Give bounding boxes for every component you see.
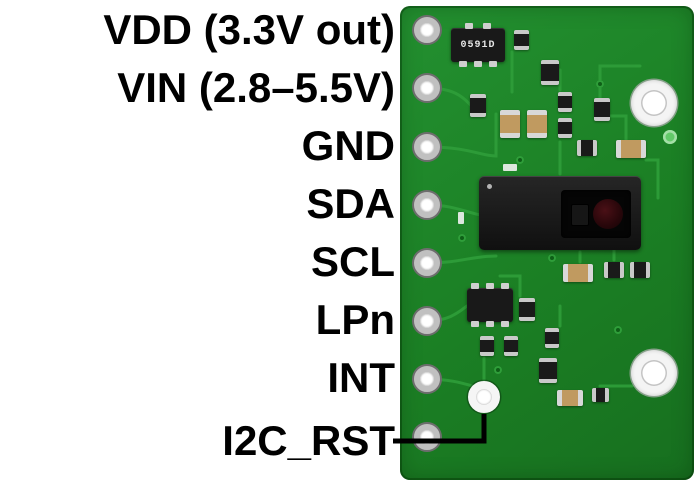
smd-resistor [545, 328, 559, 348]
smd-resistor [592, 388, 609, 402]
smd-capacitor [527, 110, 547, 138]
receiver-lens [593, 199, 623, 229]
ic-pin [474, 61, 482, 67]
smd-resistor [541, 60, 559, 85]
ic-pin [486, 321, 494, 327]
smd-resistor [577, 140, 597, 156]
smd-capacitor [616, 140, 646, 158]
pin-hole-lpn [414, 308, 440, 334]
tof-sensor-module [479, 176, 641, 250]
via [614, 326, 622, 334]
pin-hole-sda [414, 192, 440, 218]
pin-hole-gnd [414, 134, 440, 160]
silkscreen-mark [458, 212, 464, 224]
smd-resistor [594, 98, 610, 121]
smd-resistor [558, 118, 572, 138]
via [516, 156, 524, 164]
smd-capacitor [563, 264, 593, 282]
i2c-rst-hole [468, 381, 500, 413]
mounting-hole-bore [641, 90, 667, 116]
pin-label-i2c-rst: I2C_RST [222, 417, 395, 464]
pin-hole-vdd [414, 17, 440, 43]
smd-resistor [558, 92, 572, 112]
pin-label-gnd: GND [301, 122, 395, 169]
pin-label-int: INT [327, 354, 395, 401]
emitter-window [571, 204, 589, 226]
ic-pin [486, 283, 494, 289]
ic-pin [483, 23, 491, 29]
ic-pin [459, 61, 467, 67]
regulator-ic: 0591D [451, 23, 505, 67]
ic-pin [501, 283, 509, 289]
pin-hole-bottom [414, 424, 440, 450]
smd-resistor [604, 262, 624, 278]
via [458, 234, 466, 242]
via [663, 130, 677, 144]
via [596, 80, 604, 88]
mounting-hole-top [631, 80, 677, 126]
pcb-board: 0591D [400, 6, 694, 480]
smd-resistor [470, 94, 486, 117]
smd-resistor [630, 262, 650, 278]
smd-capacitor [500, 110, 520, 138]
ic-pin [489, 61, 497, 67]
pin-label-vdd: VDD (3.3V out) [103, 6, 395, 53]
via [494, 366, 502, 374]
pin-hole-int [414, 366, 440, 392]
ic-pin [471, 321, 479, 327]
silkscreen-mark [503, 164, 517, 171]
via [548, 254, 556, 262]
ic-pin [501, 321, 509, 327]
smd-resistor [514, 30, 529, 50]
pin-hole-scl [414, 250, 440, 276]
mounting-hole-bottom [631, 350, 677, 396]
smd-resistor [539, 358, 557, 383]
smd-resistor [480, 336, 494, 356]
mounting-hole-bore [641, 360, 667, 386]
small-ic [467, 283, 513, 327]
smd-resistor [519, 298, 535, 321]
module-pin1-dot [487, 184, 492, 189]
sensor-aperture [561, 190, 631, 238]
pin-hole-vin [414, 75, 440, 101]
pin-label-vin: VIN (2.8–5.5V) [117, 64, 395, 111]
ic-pin [471, 283, 479, 289]
ic-marking: 0591D [460, 39, 496, 51]
pin-label-sda: SDA [306, 180, 395, 227]
smd-capacitor [557, 390, 583, 406]
ic-pin [465, 23, 473, 29]
pin-label-lpn: LPn [315, 296, 395, 343]
smd-resistor [504, 336, 518, 356]
pin-label-scl: SCL [311, 238, 395, 285]
